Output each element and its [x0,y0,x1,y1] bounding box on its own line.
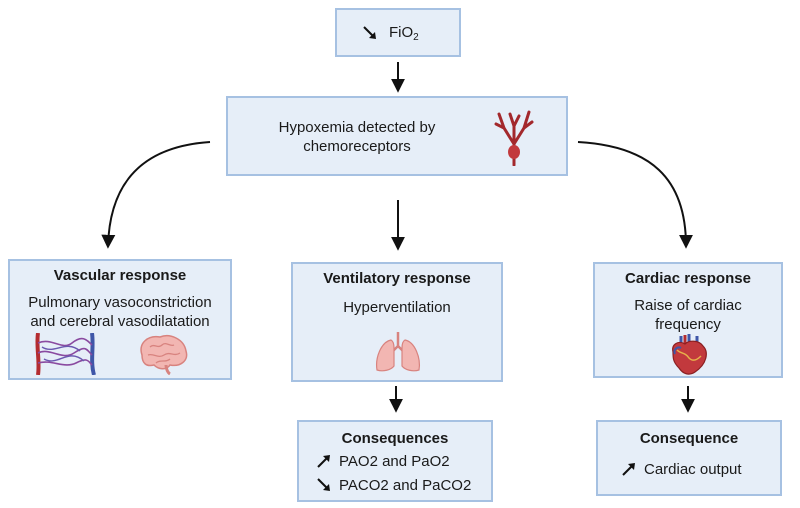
consequence-title: Consequence [639,430,739,447]
consequence-down-row: PACO2 and PaCO2 [315,476,471,494]
heart-icon [672,334,707,375]
hypoxemia-box: Hypoxemia detected by chemoreceptors [226,96,568,176]
consequence-cardiac-row: Cardiac output [620,460,742,478]
ventilatory-response-box: Ventilatory response Hyperventilation [291,262,503,382]
arrow-to-cardiac [577,141,693,249]
ventilatory-response-text: Hyperventilation [343,299,451,316]
consequence-up-row: PAO2 and PaO2 [315,452,450,470]
carotid-body-icon [494,110,534,166]
consequence-box: Consequence Cardiac output [596,420,782,496]
down-arrow-icon [363,26,376,39]
up-arrow-icon [317,455,330,468]
fio2-box: FiO2 [335,8,461,57]
arrow-to-vascular [101,141,211,249]
down-arrow-icon [317,478,330,491]
vascular-response-title: Vascular response [53,267,187,284]
ventilatory-response-title: Ventilatory response [323,270,471,287]
consequence-down-text: PACO2 and PaCO2 [339,476,472,494]
consequence-up-text: PAO2 and PaO2 [339,452,450,470]
cardiac-response-title: Cardiac response [625,270,751,287]
blood-vessels-icon [35,333,96,375]
up-arrow-icon [622,463,635,476]
cardiac-response-text: Raise of cardiac frequency [634,297,742,333]
hypoxemia-text: Hypoxemia detected by chemoreceptors [278,119,436,155]
lungs-icon [376,332,420,372]
vascular-response-text: Pulmonary vasoconstriction and cerebral … [28,294,212,330]
consequence-cardiac-text: Cardiac output [644,460,742,478]
brain-icon [140,335,188,375]
vascular-response-box: Vascular response Pulmonary vasoconstric… [8,259,232,380]
cardiac-response-box: Cardiac response Raise of cardiac freque… [593,262,783,378]
consequences-box: Consequences PAO2 and PaO2 PACO2 and PaC… [297,420,493,502]
fio2-label: FiO2 [389,24,419,43]
consequences-title: Consequences [341,430,449,447]
